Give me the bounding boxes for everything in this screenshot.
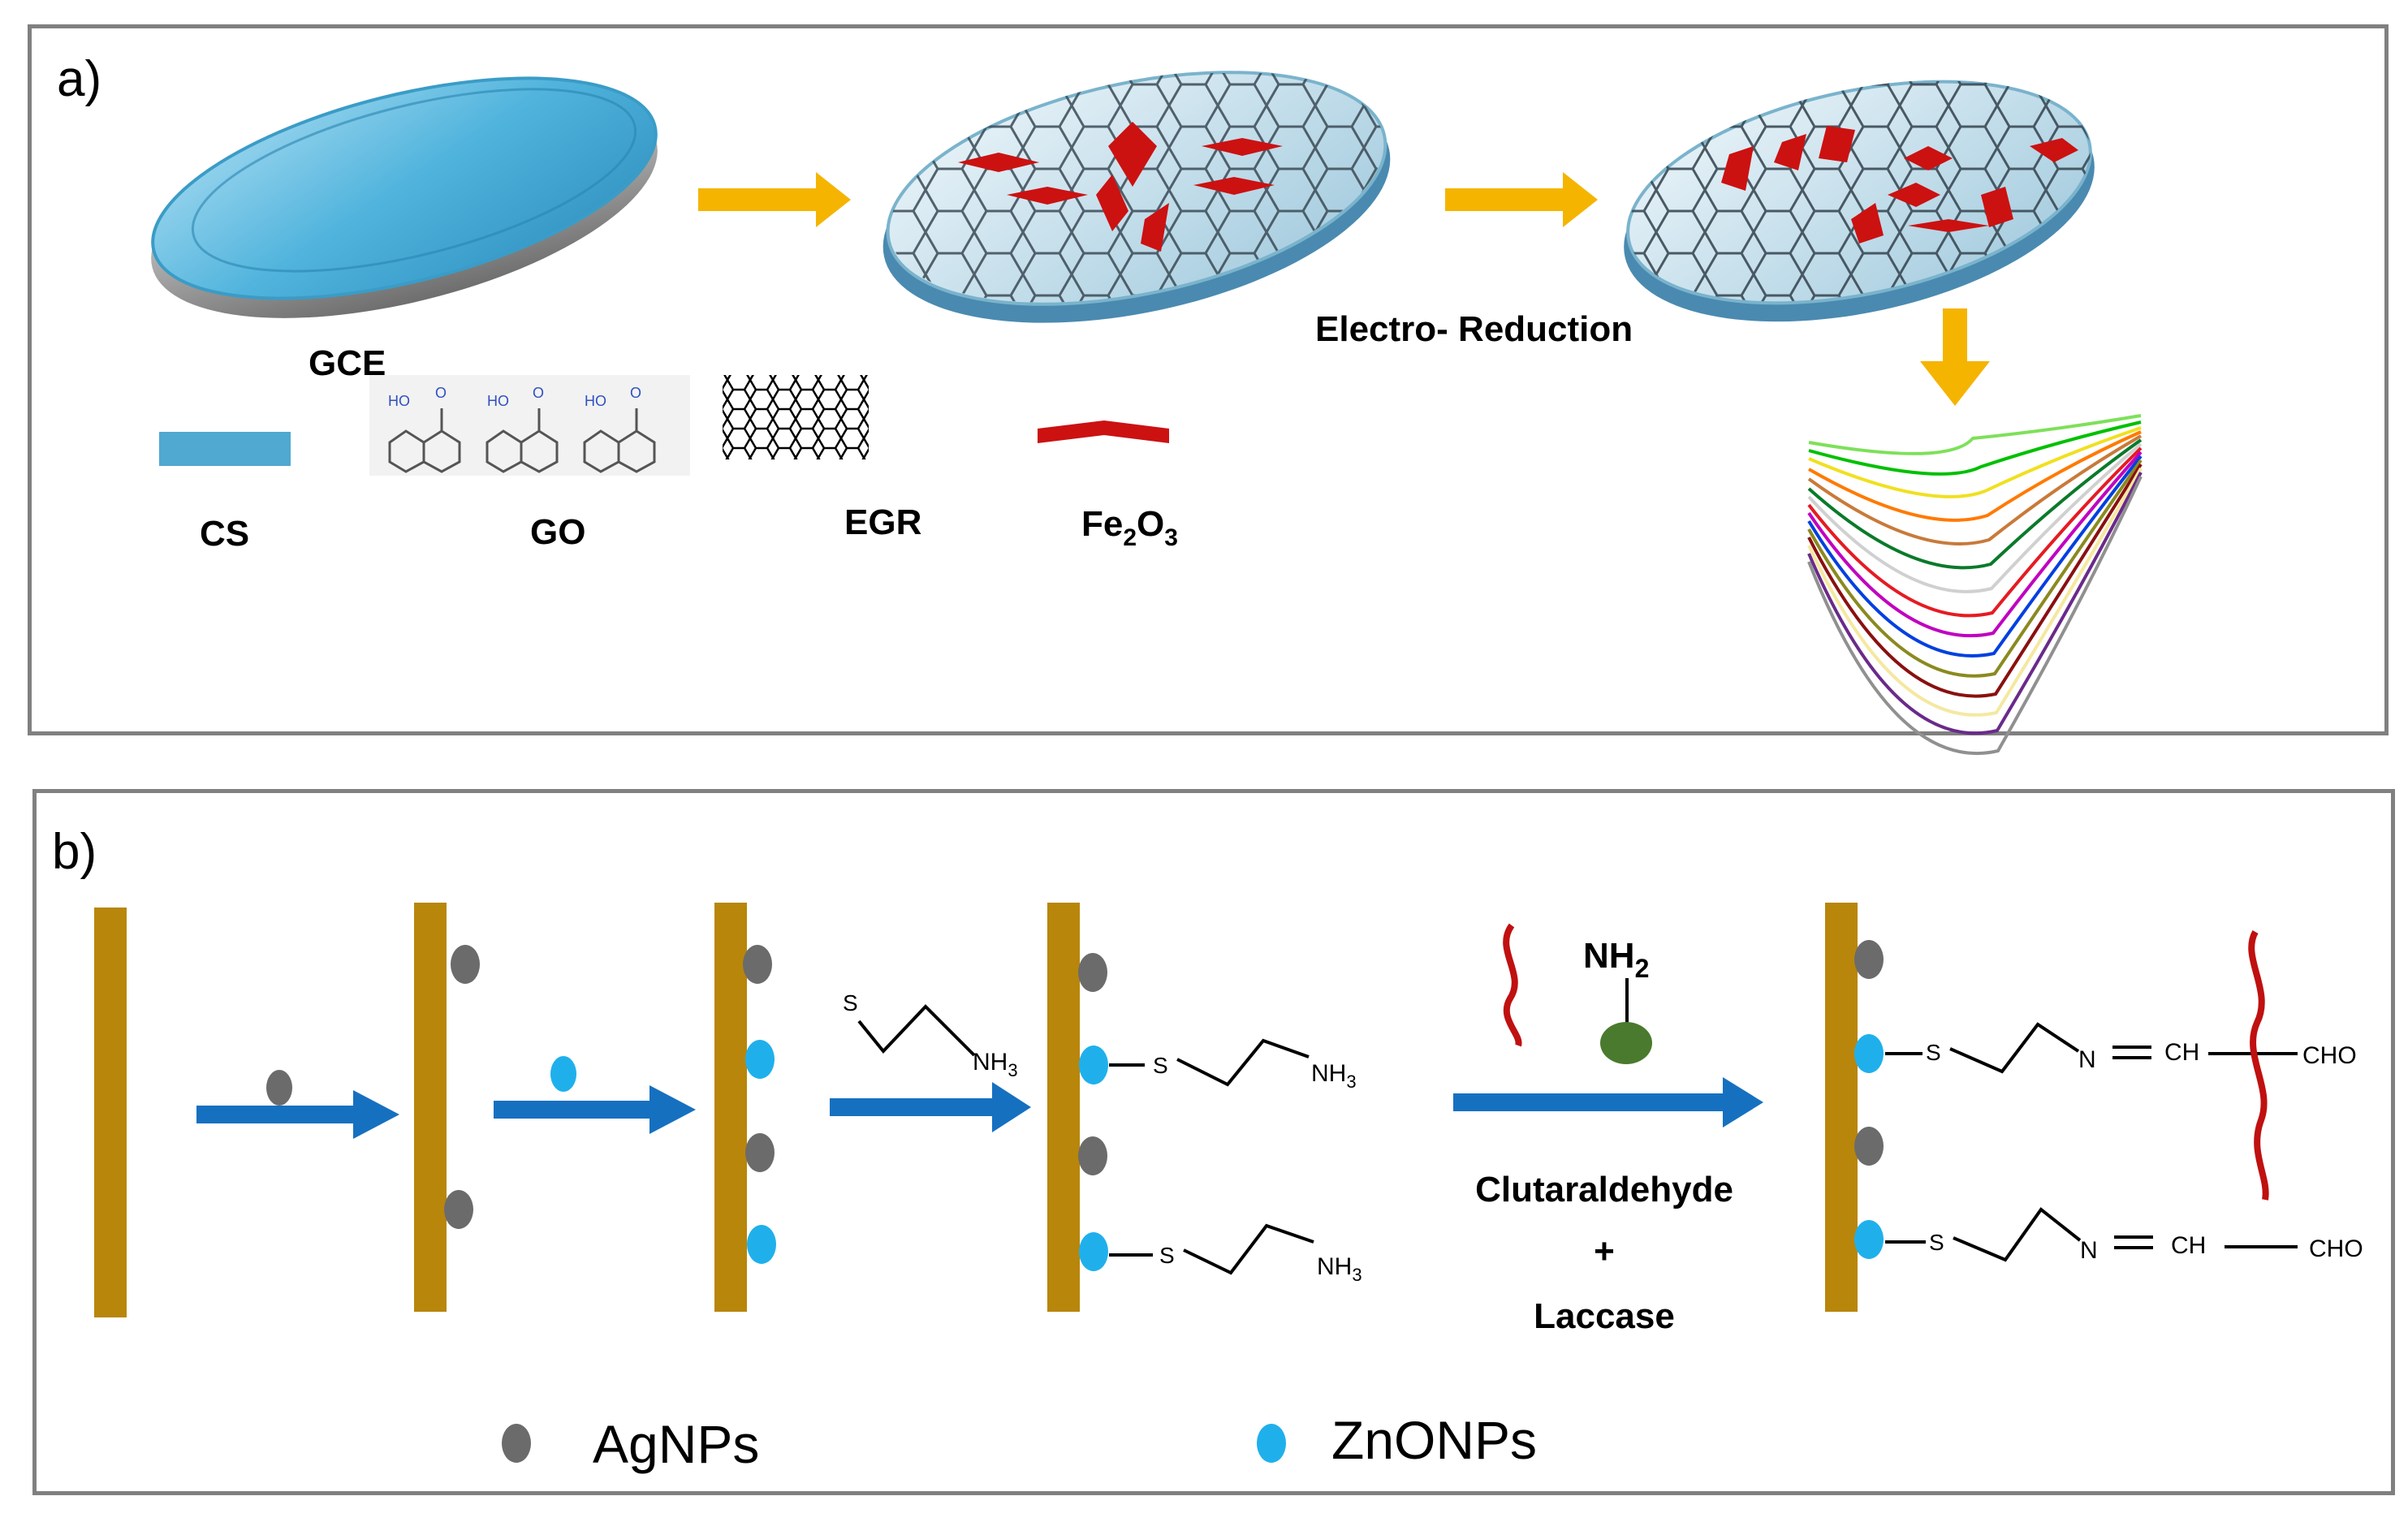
egr-structure-icon: [723, 375, 869, 459]
znonp: [1079, 1046, 1108, 1084]
znonp: [747, 1225, 776, 1264]
gce-electrode-disc: [151, 76, 658, 318]
svg-text:NH3: NH3: [1317, 1253, 1362, 1285]
svg-text:O: O: [630, 385, 641, 401]
svg-text:O: O: [533, 385, 544, 401]
nh2-laccase-reagent: NH2: [1583, 936, 1652, 1064]
agnp: [451, 945, 480, 984]
agnp: [745, 1133, 775, 1172]
fe2o3-particles-reduced: [1721, 126, 2078, 244]
svg-text:CHO: CHO: [2302, 1042, 2357, 1069]
znonps-legend-marker: [1257, 1424, 1286, 1463]
znonp-reagent: [550, 1056, 576, 1092]
svg-text:NH3: NH3: [1311, 1060, 1357, 1092]
glutaraldehyde-label: Clutaraldehyde: [1475, 1170, 1733, 1209]
electrode-strip-1: [94, 908, 127, 1317]
svg-text:CHO: CHO: [2309, 1235, 2363, 1262]
go-fe2o3-electrode-disc: [877, 71, 1396, 323]
agnp-reagent: [266, 1070, 292, 1106]
blue-arrow-2: [494, 1085, 696, 1134]
fe2o3-particles: [958, 122, 1283, 252]
electrode-strip-4: [1047, 903, 1080, 1312]
blue-arrow-4: [1453, 1077, 1763, 1127]
agnps-legend-marker: [502, 1424, 531, 1463]
agnp: [1854, 1127, 1884, 1166]
agnp: [1854, 940, 1884, 979]
panel-b-label: b): [52, 824, 97, 880]
svg-text:NH3: NH3: [973, 1049, 1018, 1080]
thiol-chain-upper: S NH3: [1109, 1038, 1357, 1092]
electrode-strip-5: [1825, 903, 1858, 1312]
cs-label: CS: [200, 514, 249, 554]
agnp: [1078, 953, 1107, 992]
svg-text:S: S: [1159, 1243, 1175, 1268]
go-structure-icon: HO O HO O HO O: [369, 375, 690, 476]
agnp: [1078, 1136, 1107, 1175]
svg-text:S: S: [843, 990, 858, 1015]
svg-text:S: S: [1926, 1040, 1941, 1065]
znonp: [745, 1040, 775, 1079]
orange-arrow-1: [698, 172, 851, 227]
svg-text:S: S: [1929, 1230, 1944, 1255]
cysteamine-reagent: S NH3: [843, 990, 1018, 1080]
immobilized-chain-lower: S N CH CHO: [1885, 1207, 2363, 1264]
blue-arrow-3: [830, 1082, 1031, 1132]
orange-arrow-2: [1445, 172, 1598, 227]
svg-text:HO: HO: [585, 393, 606, 409]
voltammetry-curves: [1807, 414, 2143, 756]
egr-fe2o3-electrode-disc: [1616, 80, 2103, 322]
svg-text:HO: HO: [487, 393, 509, 409]
fe2o3-swatch: [1038, 420, 1169, 443]
znonp: [1079, 1232, 1108, 1271]
svg-text:O: O: [435, 385, 447, 401]
orange-arrow-down: [1920, 308, 1990, 406]
blue-arrow-1: [196, 1090, 399, 1139]
agnp: [444, 1190, 473, 1229]
thiol-chain-lower: S NH3: [1109, 1223, 1362, 1285]
znonps-legend-label: ZnONPs: [1331, 1410, 1537, 1470]
znonp: [1854, 1034, 1884, 1073]
laccase-chain: [1503, 923, 1522, 1047]
egr-label: EGR: [844, 502, 921, 542]
agnps-legend-label: AgNPs: [593, 1414, 759, 1474]
svg-text:N: N: [2080, 1237, 2098, 1264]
electrode-strip-2: [414, 903, 447, 1312]
electrode-strip-3: [714, 903, 747, 1312]
znonp: [1854, 1220, 1884, 1259]
agnp: [743, 945, 772, 984]
fe2o3-label: Fe2O3: [1081, 504, 1178, 551]
svg-text:S: S: [1153, 1053, 1168, 1078]
go-label: GO: [530, 512, 585, 552]
laccase-label: Laccase: [1534, 1296, 1675, 1336]
svg-text:HO: HO: [388, 393, 410, 409]
panel-a-label: a): [57, 51, 101, 107]
svg-text:CH: CH: [2171, 1232, 2206, 1259]
electro-reduction-label: Electro- Reduction: [1315, 309, 1633, 349]
svg-text:CH: CH: [2164, 1039, 2199, 1066]
svg-text:N: N: [2078, 1046, 2096, 1073]
cs-swatch: [159, 432, 291, 466]
svg-text:NH2: NH2: [1583, 936, 1649, 983]
plus-sign: +: [1594, 1231, 1615, 1271]
immobilized-laccase-chain-upper: S N CH CHO: [1885, 930, 2357, 1201]
